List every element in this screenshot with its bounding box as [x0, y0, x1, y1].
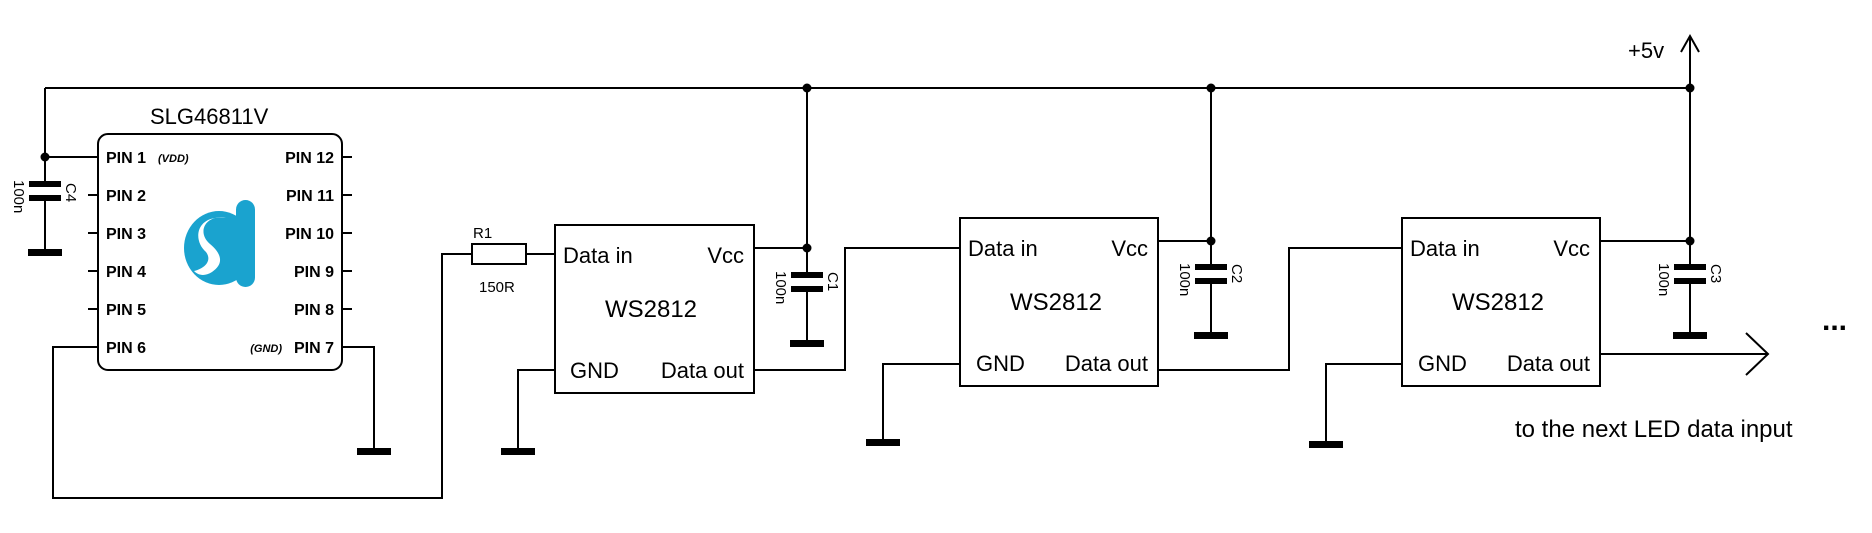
c3-junction — [1685, 236, 1695, 246]
ic-ground — [352, 346, 391, 455]
led1-data-in: Data in — [563, 243, 633, 268]
ic-pin-1: PIN 1 — [106, 150, 146, 167]
ic-pin-12: PIN 12 — [285, 150, 334, 167]
data-line-led2-led3 — [1158, 247, 1402, 371]
capacitor-c1: C1 100n — [754, 88, 841, 347]
led1-gnd-wire — [517, 369, 555, 450]
led3-data-out: Data out — [1507, 351, 1590, 376]
ic-pin-9: PIN 9 — [294, 264, 334, 281]
led1-body — [554, 224, 755, 394]
capacitor-c2: C2 100n — [1158, 88, 1245, 339]
led2-data-in: Data in — [968, 236, 1038, 261]
c2-ref: C2 — [1228, 264, 1245, 283]
led3-vcc: Vcc — [1553, 236, 1590, 261]
c3-ref: C3 — [1707, 264, 1724, 283]
c1-ground-symbol — [790, 340, 824, 347]
r1-value: 150R — [479, 279, 515, 296]
led3-body — [1401, 217, 1601, 387]
continuation-ellipsis: ... — [1822, 304, 1847, 337]
led2-gnd-wire — [882, 363, 960, 441]
ic-pin-2: PIN 2 — [106, 188, 146, 205]
led2-name: WS2812 — [1010, 289, 1102, 316]
led1-name: WS2812 — [605, 296, 697, 323]
resistor-r1 — [471, 243, 527, 265]
next-led-note: to the next LED data input — [1515, 416, 1793, 443]
c3-ground-symbol — [1673, 332, 1707, 339]
silego-logo-icon — [184, 200, 255, 287]
ic-pin-11: PIN 11 — [286, 188, 334, 205]
led3-gnd: GND — [1418, 351, 1467, 376]
c4-junction — [40, 152, 50, 162]
r1-ref: R1 — [473, 225, 492, 242]
led3-ground-symbol — [1309, 441, 1343, 448]
supply-label: +5v — [1628, 38, 1664, 63]
c4-value: 100n — [10, 180, 27, 213]
led3-data-in: Data in — [1410, 236, 1480, 261]
ic-pin-7: PIN 7 — [294, 340, 334, 357]
c1-ref: C1 — [824, 272, 841, 291]
ic-pin-3: PIN 3 — [106, 226, 146, 243]
data-line-led1-led2 — [754, 247, 960, 371]
led2-vcc: Vcc — [1111, 236, 1148, 261]
led1-gnd: GND — [570, 358, 619, 383]
next-led-arrow: to the next LED data input ... — [1515, 304, 1847, 443]
ic-slg46811v: SLG46811V PIN 1 (VDD) PIN 2 PIN 3 PIN 4 … — [88, 104, 352, 371]
c2-value: 100n — [1176, 263, 1193, 296]
c3-value: 100n — [1655, 263, 1672, 296]
ic-pin-8: PIN 8 — [294, 302, 334, 319]
ic-pin-6: PIN 6 — [106, 340, 146, 357]
led2-data-out: Data out — [1065, 351, 1148, 376]
c1-value: 100n — [772, 271, 789, 304]
led1-data-out: Data out — [661, 358, 744, 383]
ic-pin-1-note: (VDD) — [158, 153, 189, 165]
ic-pin-4: PIN 4 — [106, 264, 146, 281]
ic-pin-10: PIN 10 — [285, 226, 334, 243]
ic-pin-7-note: (GND) — [250, 343, 282, 355]
led3-gnd-wire — [1325, 363, 1402, 443]
led2-gnd: GND — [976, 351, 1025, 376]
led2-ground-symbol — [866, 439, 900, 446]
capacitor-c4: C4 100n — [10, 88, 97, 256]
supply-rail: +5v — [45, 33, 1700, 93]
c4-ground-symbol — [28, 249, 62, 256]
led-ws2812-1: Data in Vcc WS2812 GND Data out — [554, 224, 755, 394]
c4-ref: C4 — [62, 183, 79, 202]
led3-name: WS2812 — [1452, 289, 1544, 316]
led2-body — [959, 217, 1159, 387]
capacitor-c3: C3 100n — [1600, 88, 1724, 339]
led-ws2812-3: Data in Vcc WS2812 GND Data out — [1401, 217, 1601, 387]
led1-vcc: Vcc — [707, 243, 744, 268]
ic-pin-5: PIN 5 — [106, 302, 146, 319]
led-ws2812-2: Data in Vcc WS2812 GND Data out — [959, 217, 1159, 387]
led1-ground-symbol — [501, 448, 535, 455]
ic-ground-symbol — [357, 448, 391, 455]
c2-ground-symbol — [1194, 332, 1228, 339]
data-line-r1: R1 150R — [52, 225, 555, 499]
c1-junction — [802, 243, 812, 253]
c2-junction — [1206, 236, 1216, 246]
ic-name: SLG46811V — [150, 104, 269, 129]
